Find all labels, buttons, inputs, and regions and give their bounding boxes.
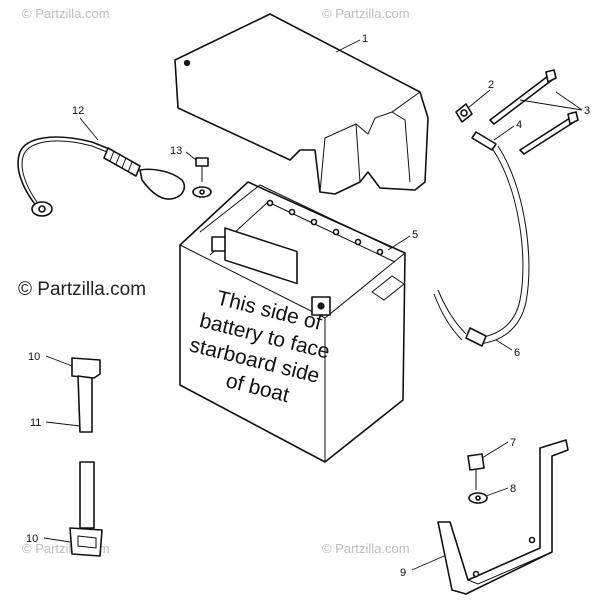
terminal-bolts [489, 69, 579, 155]
callout-13: 13 [170, 145, 182, 157]
watermark-top-right: © Partzilla.com [322, 6, 410, 21]
bracket-bolt [467, 453, 488, 504]
callout-1: 1 [362, 33, 368, 45]
callout-10-bottom: 10 [26, 533, 38, 545]
watermark-middle-left: © Partzilla.com [18, 279, 146, 300]
callout-6: 6 [514, 347, 520, 359]
terminal-screw [192, 157, 212, 198]
battery-strap [69, 357, 103, 557]
callout-7: 7 [510, 437, 516, 449]
watermark-bottom-right: © Partzilla.com [322, 541, 410, 556]
callout-4: 4 [516, 119, 522, 131]
vent-fitting [471, 131, 497, 151]
battery-cover [174, 13, 429, 195]
battery-bracket [437, 439, 569, 595]
callout-5: 5 [412, 229, 418, 241]
terminal-nut [455, 103, 473, 123]
callout-12: 12 [72, 105, 84, 117]
vent-tube [433, 145, 530, 347]
callout-8: 8 [510, 483, 516, 495]
leader-lines [43, 39, 583, 571]
watermark-top-left: © Partzilla.com [22, 6, 110, 21]
battery [179, 181, 406, 463]
negative-cable [17, 136, 186, 217]
callout-11: 11 [30, 417, 41, 429]
callout-10-top: 10 [28, 351, 40, 363]
callout-9: 9 [400, 567, 406, 579]
callout-2: 2 [488, 79, 494, 91]
callout-3: 3 [584, 105, 590, 117]
